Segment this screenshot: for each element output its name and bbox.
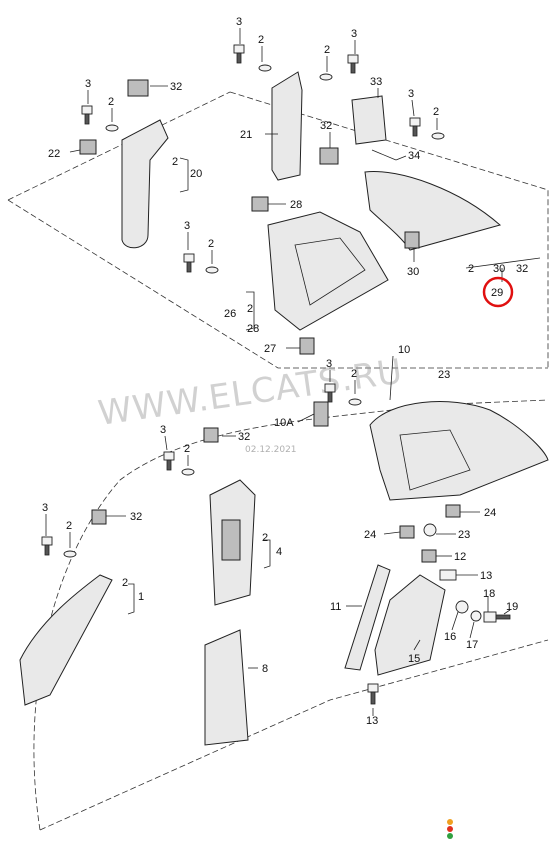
callout-c19: 2 <box>208 238 214 250</box>
callout-c23: 32 <box>516 263 528 275</box>
callout-c26: 2 <box>247 303 253 315</box>
callout-c32: 23 <box>438 369 450 381</box>
highlight-circle <box>482 276 514 308</box>
callout-c30: 3 <box>326 358 332 370</box>
bolts <box>41 44 511 705</box>
callout-c2: 2 <box>258 34 264 46</box>
callout-c52: 16 <box>444 631 456 643</box>
callout-c20: 30 <box>407 266 419 278</box>
callout-c4: 3 <box>351 28 357 40</box>
callout-c56: 13 <box>366 715 378 727</box>
status-dot-orange <box>447 819 453 825</box>
lower-floor-dashed <box>39 639 549 831</box>
callout-c35: 2 <box>184 443 190 455</box>
callout-c50: 18 <box>483 588 495 600</box>
rear-side-panel-recess <box>399 429 471 491</box>
rear-side-panel-part-23 <box>369 401 549 501</box>
callout-c31: 2 <box>351 368 357 380</box>
status-dot-green <box>447 833 453 839</box>
callout-c13: 2 <box>433 106 439 118</box>
clip-part-12 <box>421 549 437 563</box>
b-pillar-trim-part-21 <box>271 71 303 181</box>
callout-c22: 30 <box>493 263 505 275</box>
pin-part-34 <box>371 149 397 161</box>
callout-c47: 1 <box>138 591 144 603</box>
callout-c14: 34 <box>408 150 420 162</box>
callout-c51: 19 <box>506 601 518 613</box>
callout-c17: 28 <box>290 199 302 211</box>
c-pillar-window-opening <box>294 237 366 306</box>
clip-part-27 <box>299 337 315 355</box>
rear-quarter-trim-part-29 <box>364 171 502 251</box>
clip-part-22 <box>79 139 97 155</box>
clip-part-23-round <box>423 523 437 537</box>
clip-part-32-mid <box>319 147 339 165</box>
callout-c28: 27 <box>264 343 276 355</box>
watermark-text: WWW.ELCATS.RU <box>96 352 406 434</box>
callout-c1: 3 <box>236 16 242 28</box>
callout-c29: 10 <box>398 344 410 356</box>
wheel-arch-trim-part-15 <box>374 574 446 676</box>
callout-c34: 3 <box>160 424 166 436</box>
rear-pillar-strip-part-11 <box>344 564 391 671</box>
bracket-part-33 <box>351 95 387 145</box>
callout-c36: 32 <box>238 431 250 443</box>
callout-c10: 22 <box>48 148 60 160</box>
seatbelt-guide-slot <box>221 519 241 561</box>
clip-part-28 <box>251 196 269 212</box>
upper-dashed-outline <box>7 91 549 369</box>
callout-c27: 28 <box>247 323 259 335</box>
callout-c37: 3 <box>42 502 48 514</box>
callout-c9: 2 <box>108 96 114 108</box>
callout-c3: 2 <box>324 44 330 56</box>
callout-c41: 4 <box>276 546 282 558</box>
callout-c7: 33 <box>370 76 382 88</box>
callout-labels: 3 2 2 3 3 32 33 3 2 22 21 32 2 34 2 20 2… <box>42 16 528 727</box>
clip-part-10a <box>313 401 329 427</box>
callout-c48: 13 <box>480 570 492 582</box>
callout-c42: 24 <box>484 507 496 519</box>
callout-c33: 10A <box>274 417 294 429</box>
clip-part-32-top <box>127 79 149 97</box>
b-pillar-bottom-part-8 <box>204 629 249 746</box>
callout-c15: 2 <box>172 156 178 168</box>
callout-c44: 23 <box>458 529 470 541</box>
callout-c54: 15 <box>408 653 420 665</box>
clip-part-24-b <box>399 525 415 539</box>
callout-c40: 2 <box>262 532 268 544</box>
callout-c12: 32 <box>320 120 332 132</box>
callout-c38: 2 <box>66 520 72 532</box>
c-pillar-trim-part-26 <box>267 211 389 331</box>
callout-c45: 12 <box>454 551 466 563</box>
callout-c55: 8 <box>262 663 268 675</box>
callout-c53: 17 <box>466 639 478 651</box>
callout-c25: 26 <box>224 308 236 320</box>
callout-c11: 21 <box>240 129 252 141</box>
callout-c18: 3 <box>184 220 190 232</box>
watermark-date: 02.12.2021 <box>245 445 297 455</box>
callout-c6: 32 <box>170 81 182 93</box>
sill-trim-part-1 <box>19 574 113 706</box>
callout-c21: 2 <box>468 263 474 275</box>
callout-c43: 24 <box>364 529 376 541</box>
callout-c24: 29 <box>491 287 503 299</box>
clip-part-24-a <box>445 504 461 518</box>
callout-c16: 20 <box>190 168 202 180</box>
callout-c39: 32 <box>130 511 142 523</box>
callout-c8: 3 <box>408 88 414 100</box>
status-dot-red <box>447 826 453 832</box>
clip-part-30 <box>404 231 420 249</box>
lower-dashed-outline <box>33 399 549 831</box>
callout-c5: 3 <box>85 78 91 90</box>
callout-c49: 11 <box>330 601 341 613</box>
a-pillar-trim-part-20 <box>121 119 169 249</box>
callout-c46: 2 <box>122 577 128 589</box>
